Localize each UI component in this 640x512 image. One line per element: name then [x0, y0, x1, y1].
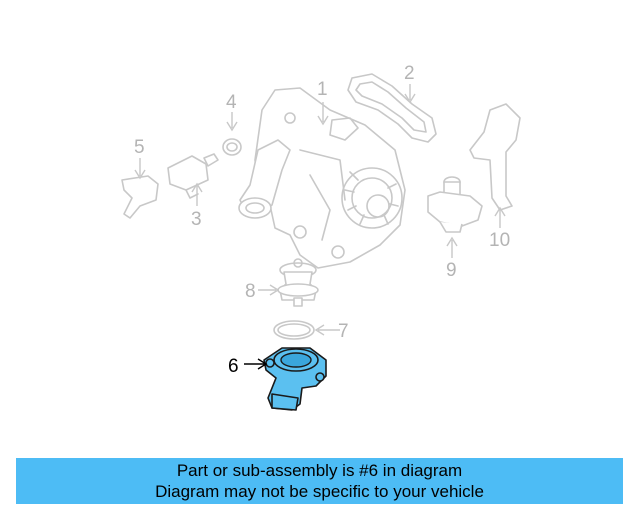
- part-9-auxiliary-pump: [427, 176, 483, 233]
- part-10-bracket: [469, 103, 521, 211]
- callout-9: 9: [446, 260, 457, 281]
- callout-7: 7: [338, 321, 349, 342]
- part-7-seal-ring: [273, 320, 315, 340]
- part-2-gasket: [347, 73, 437, 143]
- part-4-o-ring: [222, 138, 242, 156]
- banner-line-2: Diagram may not be specific to your vehi…: [155, 482, 484, 501]
- callout-2: 2: [404, 63, 415, 84]
- callout-3: 3: [191, 209, 202, 230]
- callout-6[interactable]: 6: [228, 356, 239, 377]
- part-1-water-pump-housing: [238, 87, 406, 269]
- callout-10: 10: [489, 230, 510, 251]
- part-5-bracket: [121, 175, 159, 219]
- part-6-water-outlet-flange[interactable]: [263, 347, 327, 411]
- banner-line-1: Part or sub-assembly is #6 in diagram: [176, 461, 463, 480]
- callout-5: 5: [134, 137, 145, 158]
- parts-diagram: 1 2 3 4 5 6 7 8 9 10: [121, 63, 521, 411]
- part-3-sensor: [167, 153, 219, 199]
- part-8-thermostat: [277, 258, 319, 307]
- callout-8: 8: [245, 281, 256, 302]
- callout-1: 1: [317, 79, 328, 100]
- callout-4: 4: [226, 92, 237, 113]
- info-banner: Part or sub-assembly is #6 in diagram Di…: [16, 458, 623, 504]
